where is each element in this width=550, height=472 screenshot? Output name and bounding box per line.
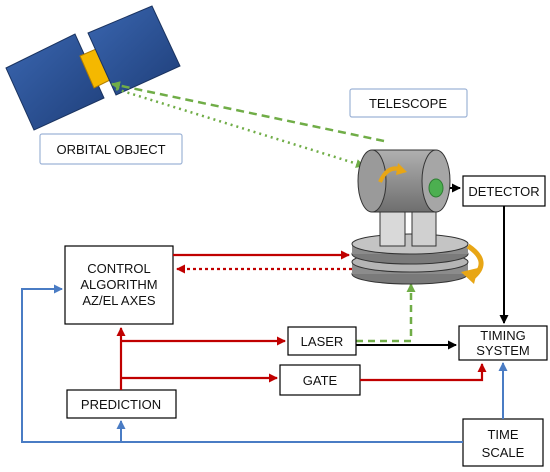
gate-box: GATE — [279, 364, 361, 396]
satellite-panel-right — [87, 5, 181, 96]
satellite-panel-left — [5, 33, 105, 131]
telescope-callout: TELESCOPE — [349, 88, 468, 118]
timing-label-2: SYSTEM — [476, 343, 529, 358]
control-label-3: AZ/EL AXES — [82, 293, 156, 308]
detector-label: DETECTOR — [468, 184, 539, 199]
control-label-2: ALGORITHM — [80, 277, 157, 292]
timescale-label-1: TIME — [487, 427, 518, 442]
timing-system-box: TIMING SYSTEM — [458, 325, 548, 361]
timescale-label-2: SCALE — [482, 445, 525, 460]
prediction-label: PREDICTION — [81, 397, 161, 412]
telescope-label: TELESCOPE — [369, 96, 447, 111]
prediction-box: PREDICTION — [66, 389, 177, 419]
orbital-object-label: ORBITAL OBJECT — [56, 142, 165, 157]
laser-to-telescope-path — [356, 283, 416, 343]
detector-box: DETECTOR — [462, 175, 546, 207]
gate-label: GATE — [303, 373, 338, 388]
return-beam-dotted — [115, 87, 365, 168]
control-label-1: CONTROL — [87, 261, 151, 276]
laser-box: LASER — [287, 326, 357, 356]
satellite-icon — [5, 5, 181, 131]
laser-beam-dashed — [111, 81, 385, 143]
orbital-object-callout: ORBITAL OBJECT — [39, 133, 183, 165]
gate-to-timing-arrow — [360, 363, 487, 382]
lens-icon — [428, 178, 444, 198]
laser-label: LASER — [301, 334, 344, 349]
telescope-icon — [351, 149, 484, 285]
time-scale-box: TIME SCALE — [462, 418, 544, 467]
timing-label-1: TIMING — [480, 328, 526, 343]
control-algorithm-box: CONTROL ALGORITHM AZ/EL AXES — [64, 245, 174, 325]
timescale-to-control-line — [21, 284, 463, 443]
